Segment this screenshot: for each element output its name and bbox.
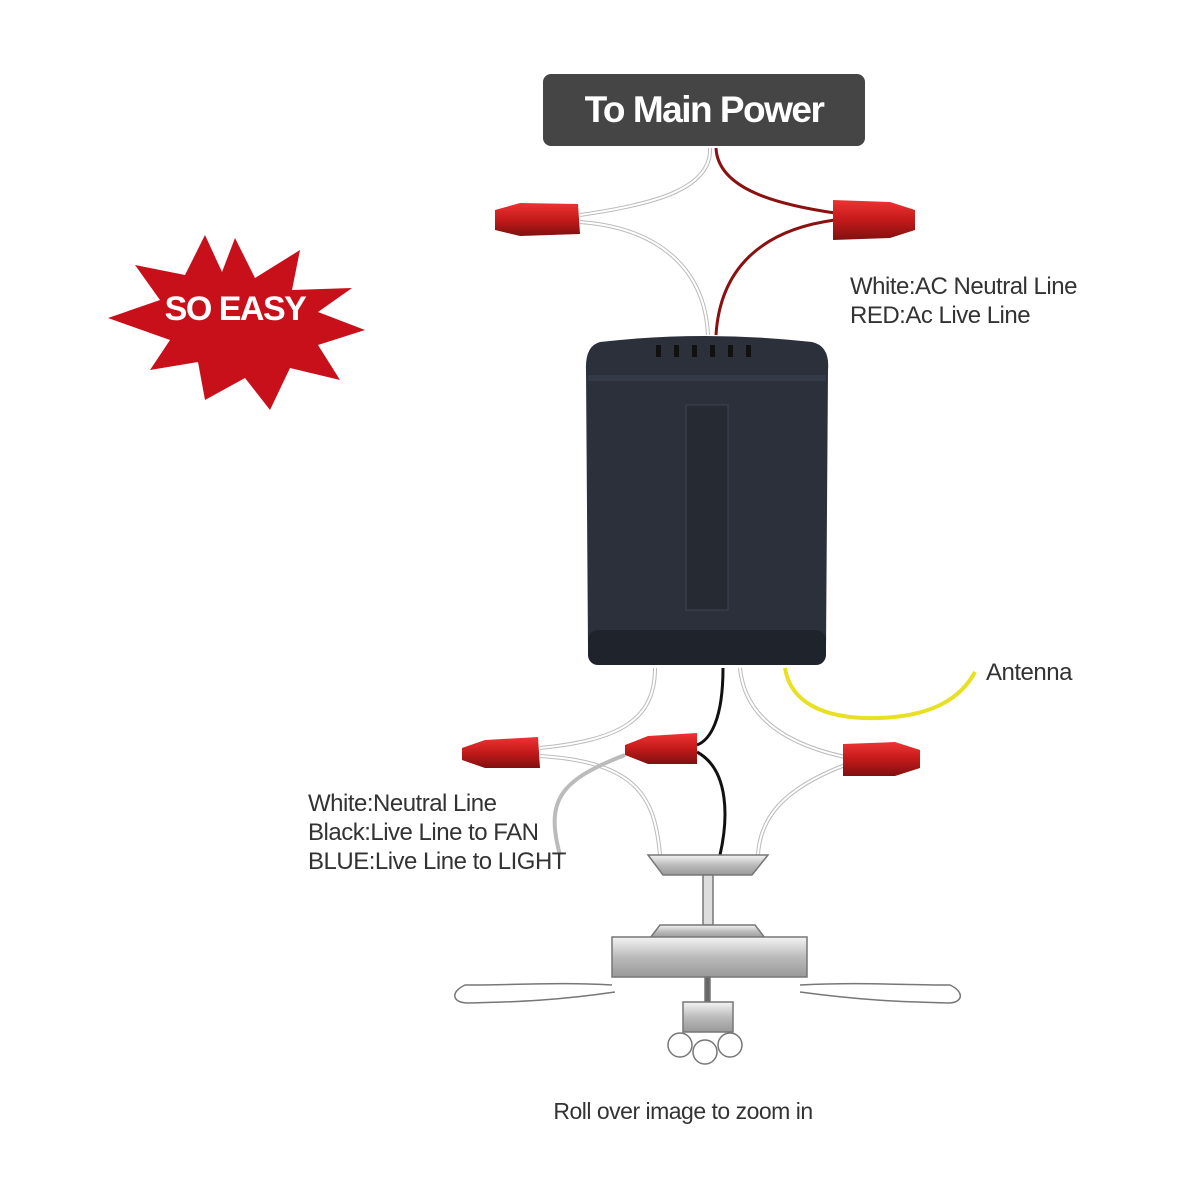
input-label-live: RED:Ac Live Line xyxy=(850,302,1031,329)
wire-cap-bottom-middle xyxy=(625,733,697,764)
input-label-neutral: White:AC Neutral Line xyxy=(850,273,1077,300)
wire-cap-top-right xyxy=(833,200,915,240)
output-label-fan: Black:Live Line to FAN xyxy=(308,819,539,846)
antenna-label: Antenna xyxy=(986,659,1072,686)
ceiling-fan xyxy=(454,854,961,1065)
output-wires xyxy=(539,667,846,856)
output-label-neutral: White:Neutral Line xyxy=(308,790,497,817)
zoom-caption: Roll over image to zoom in xyxy=(553,1098,813,1124)
input-wires xyxy=(579,147,836,336)
so-easy-badge: SO EASY xyxy=(164,290,307,328)
wire-cap-bottom-right xyxy=(843,742,920,776)
main-power-title: To Main Power xyxy=(543,74,865,146)
wire-cap-top-left xyxy=(495,203,580,236)
wire-cap-bottom-left xyxy=(462,737,540,768)
output-label-light: BLUE:Live Line to LIGHT xyxy=(308,848,566,875)
so-easy-starburst xyxy=(108,235,365,410)
antenna-wire xyxy=(783,667,977,721)
receiver-box xyxy=(585,336,829,665)
